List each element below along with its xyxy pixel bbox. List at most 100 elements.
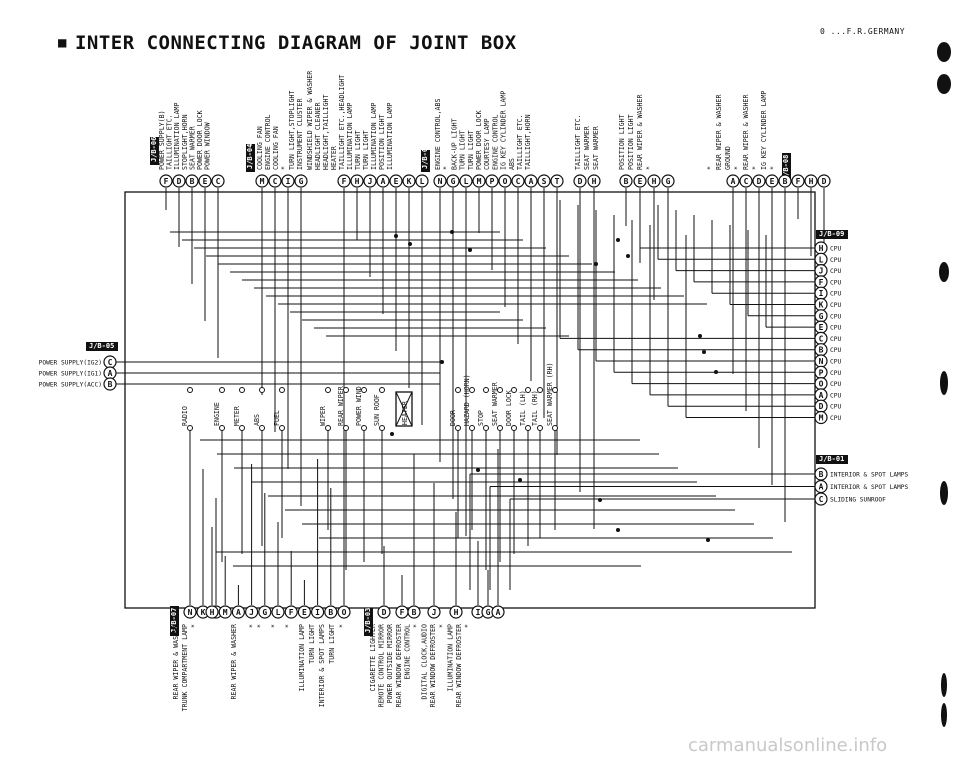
fuse: RADIO xyxy=(181,387,193,431)
binder-mark xyxy=(940,481,948,505)
bottom-connectors: J/B-07J/B-03NKDREAR WIPER & WASHERTRUNK … xyxy=(170,605,505,711)
pin-letter: G xyxy=(486,608,491,617)
bottom-connector-pin: I xyxy=(471,605,485,619)
cpu-pin-label: CPU xyxy=(830,404,841,411)
wire-junction xyxy=(616,528,620,532)
top-connector-pin: D xyxy=(817,174,831,188)
bottom-circuit-label: REAR WINDOW DEFROSTER xyxy=(395,624,403,707)
fuse-terminal xyxy=(379,387,385,393)
connector-badge-label: J/B-07 xyxy=(170,608,178,633)
fuse-terminal xyxy=(187,387,193,393)
bullet-icon: ■ xyxy=(58,35,67,51)
cpu-pin-label: CPU xyxy=(830,415,841,422)
bottom-connector-pin: J xyxy=(427,605,441,619)
top-circuit-label: ENGINE CONTROL,ABS xyxy=(434,99,442,170)
pin-letter: B xyxy=(412,608,417,617)
cpu-pin-label: CPU xyxy=(830,392,841,399)
pin-letter: P xyxy=(490,177,495,186)
pin-letter: J xyxy=(819,267,824,276)
fuse-terminal xyxy=(525,387,531,393)
connector-badge: J/B-07 xyxy=(170,606,179,636)
binder-mark xyxy=(941,703,947,727)
top-connector-pin: H xyxy=(587,174,601,188)
power-input-pin: B xyxy=(103,377,117,391)
pin-letter: I xyxy=(286,177,291,186)
fuse-terminal xyxy=(552,387,558,393)
connector-badge-label: J/B-09 xyxy=(819,230,844,238)
fuse-terminal xyxy=(239,387,245,393)
top-circuit-label: TURN LIGHT xyxy=(467,130,475,170)
fuse: ENGINE xyxy=(213,387,225,431)
pin-letter: L xyxy=(464,177,469,186)
binder-mark xyxy=(941,673,947,697)
bottom-circuit-label: ENGINE CONTROL xyxy=(403,624,411,680)
pin-letter: H xyxy=(355,177,360,186)
top-circuit-label: ABS xyxy=(508,158,516,170)
bottom-connector-pin: D xyxy=(377,605,391,619)
cpu-pin: B xyxy=(814,343,828,357)
wire-junction xyxy=(408,242,412,246)
top-circuit-label: REAR WIPER & WASHER xyxy=(742,95,750,170)
top-connector-pin: L xyxy=(415,174,429,188)
bottom-circuit-label: * xyxy=(248,624,256,628)
pin-letter: O xyxy=(342,608,347,617)
top-circuit-label: * xyxy=(706,166,714,170)
fuse-label: SEAT WARMER xyxy=(491,382,499,426)
connector-badge-label: J/B-08 xyxy=(782,155,790,180)
top-connector-pin: G xyxy=(446,174,460,188)
fuse-terminal xyxy=(552,425,558,431)
fuse-terminal xyxy=(361,387,367,393)
wire-junction xyxy=(594,262,598,266)
top-circuit-label: GROUND xyxy=(724,146,732,170)
top-connector-pin: D xyxy=(752,174,766,188)
cpu-pin: A xyxy=(814,388,828,402)
connector-badge-label: J/B-04 xyxy=(246,144,254,169)
bottom-circuit-label: * xyxy=(438,624,446,628)
pin-letter: D xyxy=(819,402,824,411)
fuse-label: METER xyxy=(233,406,241,426)
pin-letter: L xyxy=(819,255,824,264)
fuse-terminal xyxy=(325,425,331,431)
top-circuit-label: POWER DOOR LOCK xyxy=(475,110,483,170)
cpu-pin-label: CPU xyxy=(830,291,841,298)
top-circuit-label: SEAT WARMER xyxy=(583,126,591,170)
cpu-pin: F xyxy=(814,275,828,289)
fuse-terminal xyxy=(511,425,517,431)
pin-letter: G xyxy=(262,608,267,617)
bottom-circuit-label: REAR WINDOW DEFROSTER xyxy=(455,624,463,707)
top-connector-pin: M xyxy=(255,174,269,188)
top-circuit-label: POSITION LIGHT xyxy=(627,114,635,170)
fuse-label: FUEL xyxy=(273,410,281,426)
top-circuit-label: COOLING FAN xyxy=(256,126,264,170)
pin-letter: B xyxy=(624,177,629,186)
wire-junction xyxy=(714,370,718,374)
right-pin: A xyxy=(814,479,828,494)
top-circuit-label: POSITION LIGHT xyxy=(378,114,386,170)
cpu-pin: H xyxy=(814,241,828,255)
wire-junction xyxy=(702,350,706,354)
connector-badge: J/B-09 xyxy=(816,230,848,239)
pin-letter: B xyxy=(783,177,788,186)
bottom-connector-pin: B xyxy=(324,605,338,619)
top-connector-pin: F xyxy=(337,174,351,188)
top-circuit-label: REAR WIPER & WASHER xyxy=(715,95,723,170)
binder-mark xyxy=(940,371,948,395)
page-title-text: INTER CONNECTING DIAGRAM OF JOINT BOX xyxy=(74,32,517,54)
fuse-terminal xyxy=(525,425,531,431)
pin-letter: D xyxy=(757,177,762,186)
wire-junction xyxy=(450,230,454,234)
power-input-label: POWER SUPPLY(IG1) xyxy=(39,371,102,378)
top-connector-pin: O xyxy=(498,174,512,188)
fuse: SEAT WARMER xyxy=(491,382,503,431)
top-circuit-label: ENGINE CONTROL xyxy=(491,114,499,170)
fuse: TAIL (RH) xyxy=(531,387,543,431)
top-connector-pin: C xyxy=(211,174,225,188)
top-circuit-label: COURTESY LAMP xyxy=(483,118,491,170)
fuse-label: SEAT WARMER (RH) xyxy=(546,362,554,426)
connector-badge-label: J/B-01 xyxy=(819,455,844,463)
market-note: 0 ...F.R.GERMANY xyxy=(820,27,906,36)
